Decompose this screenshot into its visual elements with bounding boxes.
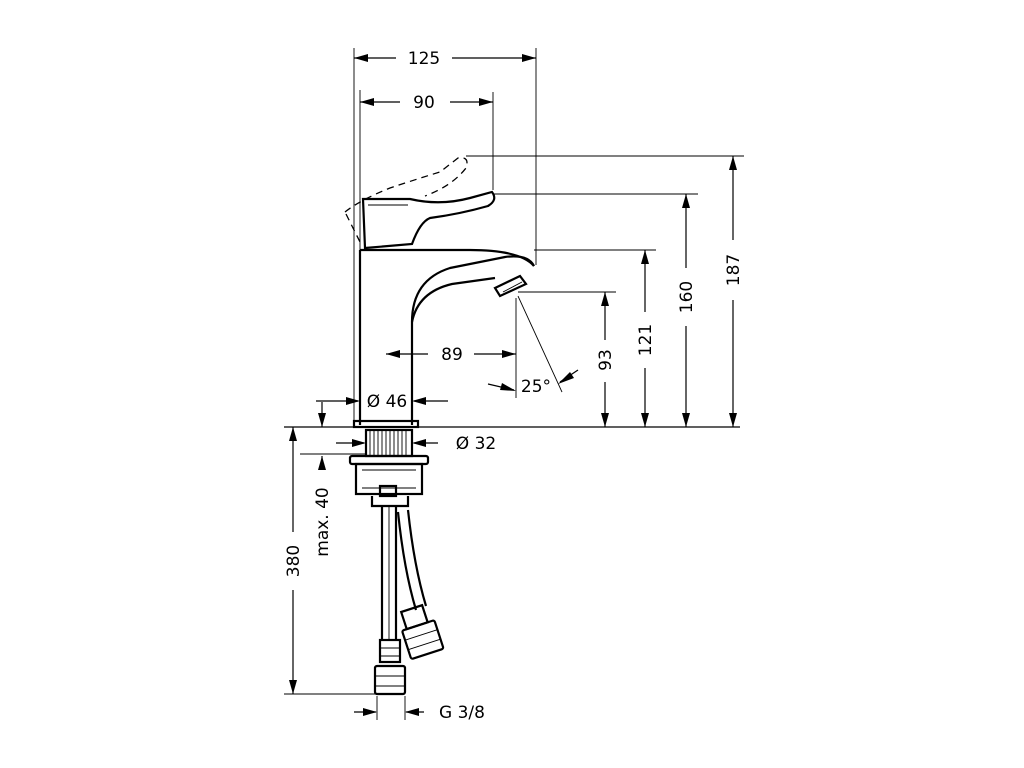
dim-label-90: 90 (413, 93, 435, 113)
height-extension-lines (466, 155, 744, 293)
dim-label-25deg: 25° (521, 377, 551, 397)
dim-body-diameter: Ø 46 (316, 392, 448, 412)
dim-label-d46: Ø 46 (367, 392, 407, 412)
dim-height-121: 121 (636, 250, 656, 427)
dim-spout-reach: 90 (359, 90, 494, 250)
dim-height-160: 160 (677, 194, 697, 427)
dim-shank-diameter: Ø 32 (336, 434, 496, 454)
dim-label-d32: Ø 32 (456, 434, 496, 454)
dim-label-380: 380 (284, 545, 304, 577)
dim-height-187: 187 (724, 156, 744, 427)
dim-label-121: 121 (636, 324, 656, 356)
lever-handle (361, 190, 496, 250)
dim-overall-reach: 125 (353, 48, 537, 420)
dim-plate-indicator (300, 402, 366, 455)
dim-label-max40: max. 40 (313, 487, 333, 556)
dim-outlet-angle: 25° (487, 295, 579, 397)
dim-connection-thread: G 3/8 (354, 696, 485, 723)
dim-label-125: 125 (408, 49, 440, 69)
dim-clamping-thickness: max. 40 (313, 456, 333, 557)
dim-label-187: 187 (724, 254, 744, 286)
dim-label-93: 93 (596, 349, 616, 371)
dim-outlet-offset: 89 (386, 298, 517, 398)
supply-hoses (373, 506, 445, 696)
threaded-shank (348, 428, 430, 508)
dim-label-160: 160 (677, 281, 697, 313)
dim-hose-length: 380 (284, 427, 376, 695)
base-plate (352, 419, 420, 429)
faucet-body (358, 248, 535, 425)
dim-label-g38: G 3/8 (439, 703, 485, 723)
dim-label-89: 89 (441, 345, 463, 365)
dim-height-93: 93 (596, 292, 616, 427)
